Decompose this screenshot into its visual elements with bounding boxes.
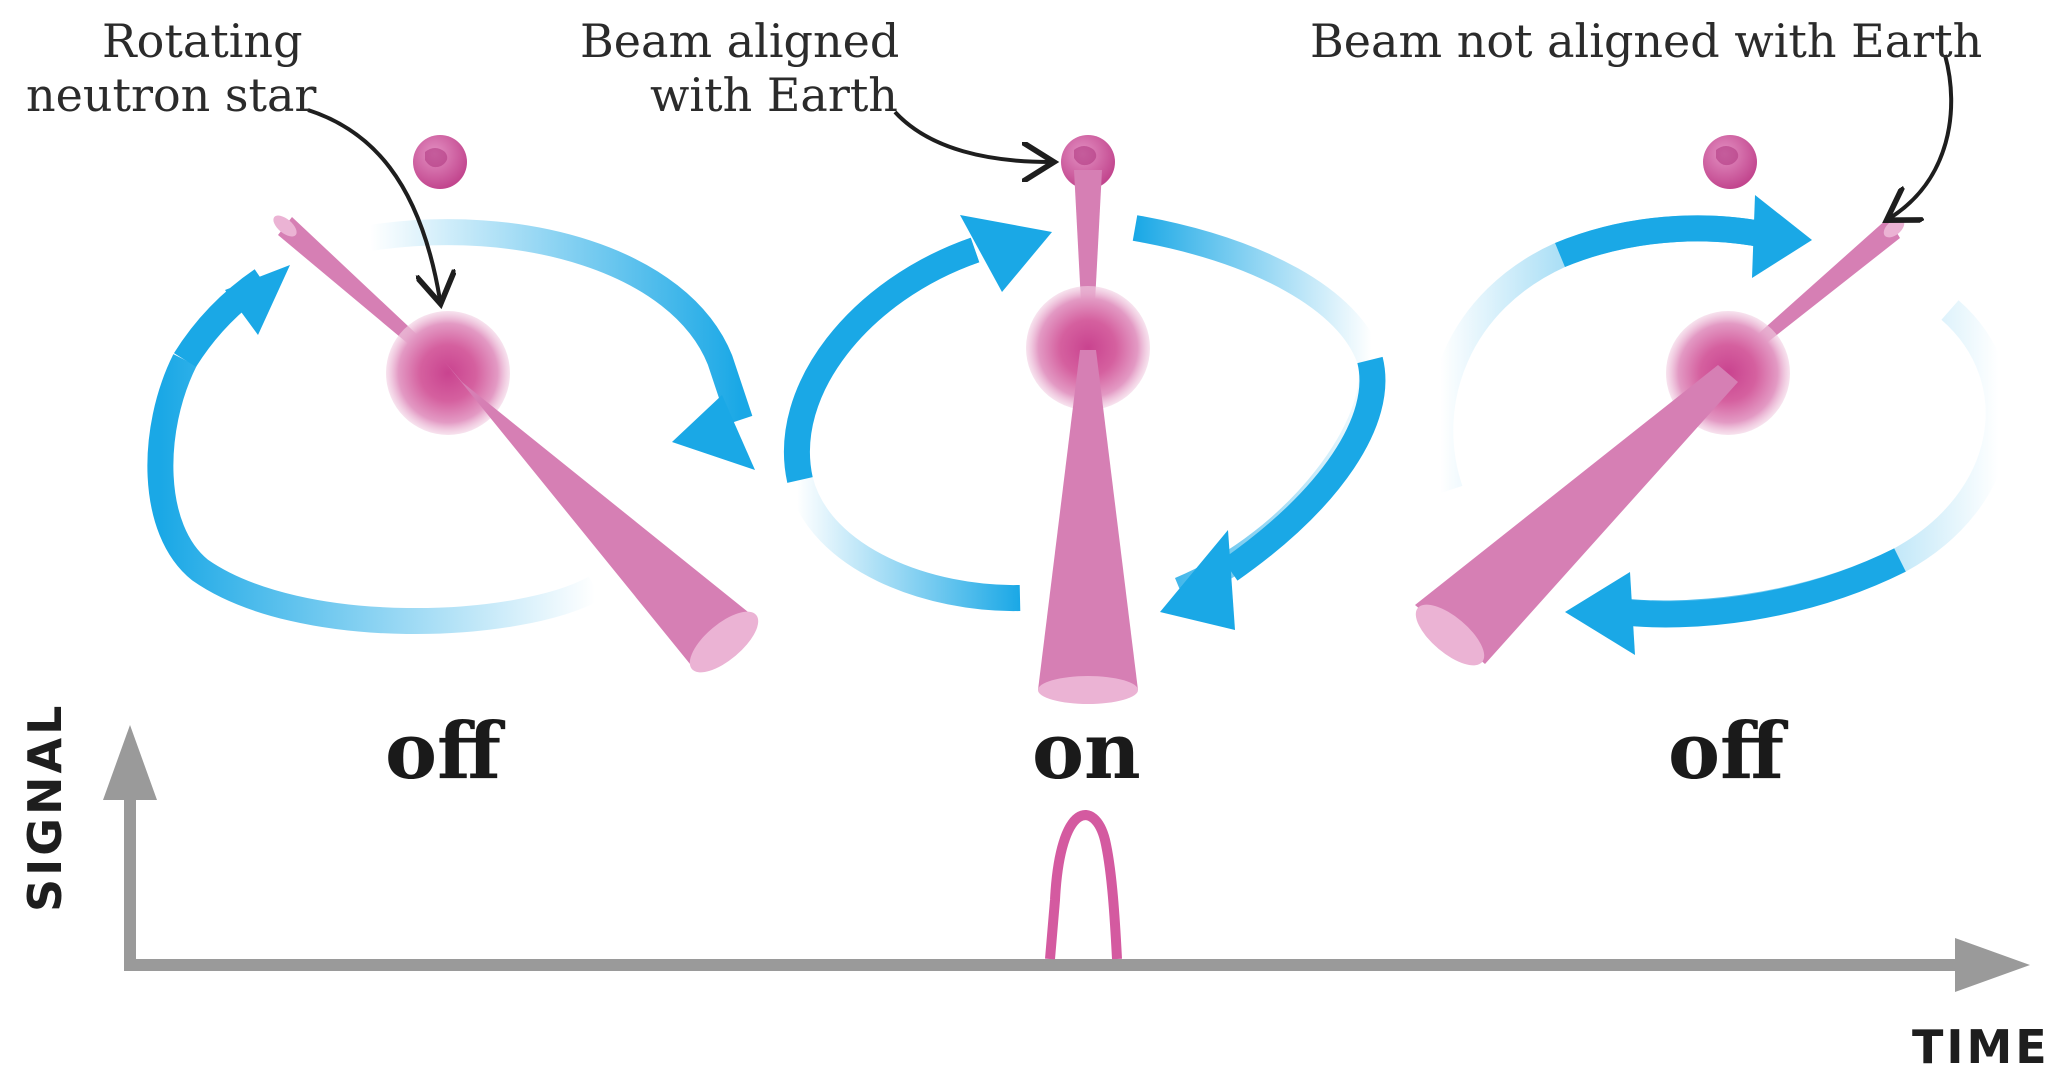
annotation-beam-aligned-line2: with Earth <box>650 68 898 122</box>
annotation-rotating-star-line2: neutron star <box>26 68 317 122</box>
neutron-star-icon <box>386 311 510 435</box>
panel-1 <box>147 135 759 673</box>
rotation-arrowhead <box>225 265 290 335</box>
neutron-star-icon <box>1026 286 1150 410</box>
pointer-arrow-icon <box>307 108 440 300</box>
rotation-arrow-icon <box>147 354 602 635</box>
state-label-on: on <box>1032 706 1141 797</box>
signal-time-axes <box>103 725 2030 992</box>
rotation-arrowhead <box>1752 195 1812 278</box>
beam-cone-icon <box>1415 365 1738 664</box>
panel-3 <box>1415 135 2012 666</box>
annotation-beam-aligned-line1: Beam aligned <box>580 14 900 68</box>
rotation-arrow-icon <box>1132 215 1385 602</box>
signal-pulse <box>1045 810 1122 960</box>
state-label-off-1: off <box>385 706 502 797</box>
y-axis-arrowhead <box>103 725 157 800</box>
pointer-arrow-icon <box>1890 54 1954 218</box>
rotation-arrow-icon <box>783 237 1021 612</box>
panel-2 <box>783 135 1386 704</box>
pointer-arrow-icon <box>893 110 1050 162</box>
rotation-arrow-icon <box>1608 300 2012 627</box>
annotation-rotating-star-line1: Rotating <box>102 14 303 68</box>
rotation-arrowhead <box>960 215 1052 292</box>
rotation-arrowhead <box>1565 572 1635 655</box>
x-axis-label: TIME <box>1912 1020 2048 1074</box>
beam-cone-icon <box>1740 218 1900 360</box>
annotation-beam-not-aligned: Beam not aligned with Earth <box>1310 14 1983 68</box>
rotation-arrowhead <box>1160 530 1235 630</box>
beam-cone-icon <box>445 362 758 664</box>
rotation-arrow-icon <box>368 219 753 425</box>
beam-cone-icon <box>278 217 425 352</box>
state-label-off-2: off <box>1668 706 1785 797</box>
y-axis-label: SIGNAL <box>18 702 72 912</box>
x-axis-arrowhead <box>1955 938 2030 992</box>
beam-cone-icon <box>1038 350 1138 690</box>
rotation-arrowhead <box>672 395 755 470</box>
